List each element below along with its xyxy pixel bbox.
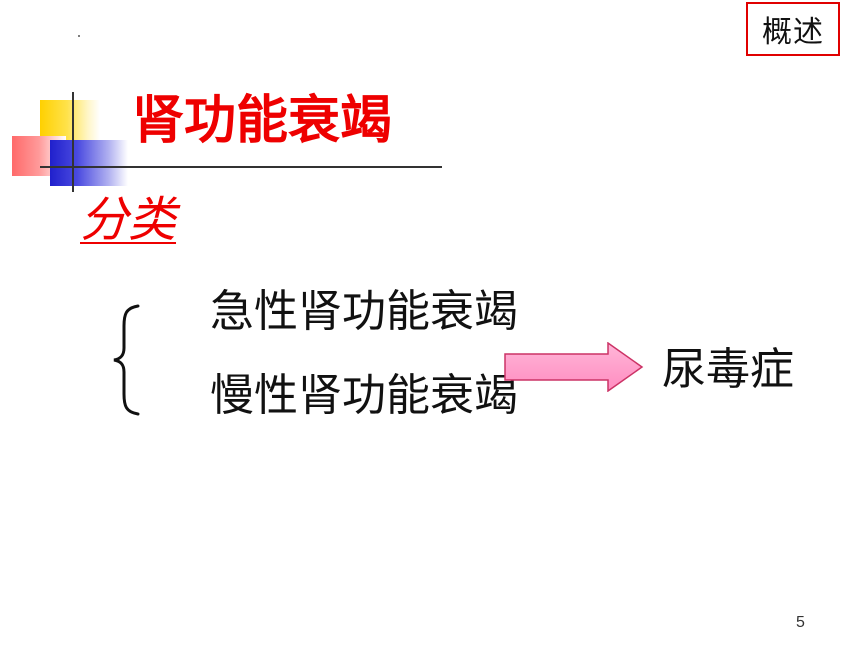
slide-title: 肾功能衰竭 xyxy=(132,91,393,151)
decorative-squares-icon xyxy=(0,0,460,200)
right-arrow-icon xyxy=(504,342,644,392)
title-underline-rule xyxy=(40,166,442,168)
logo-vertical-line xyxy=(72,92,74,192)
section-tag: 概述 xyxy=(746,2,840,56)
result-label: 尿毒症 xyxy=(662,344,794,395)
left-curly-brace-icon xyxy=(113,304,140,416)
section-tag-label: 概述 xyxy=(762,15,824,50)
list-item-chronic: 慢性肾功能衰竭 xyxy=(210,370,518,421)
list-item-acute: 急性肾功能衰竭 xyxy=(210,286,518,337)
logo-blue-square xyxy=(50,140,128,186)
decorative-dot xyxy=(78,35,80,37)
slide-subtitle: 分类 xyxy=(80,192,177,248)
page-number: 5 xyxy=(796,614,805,631)
